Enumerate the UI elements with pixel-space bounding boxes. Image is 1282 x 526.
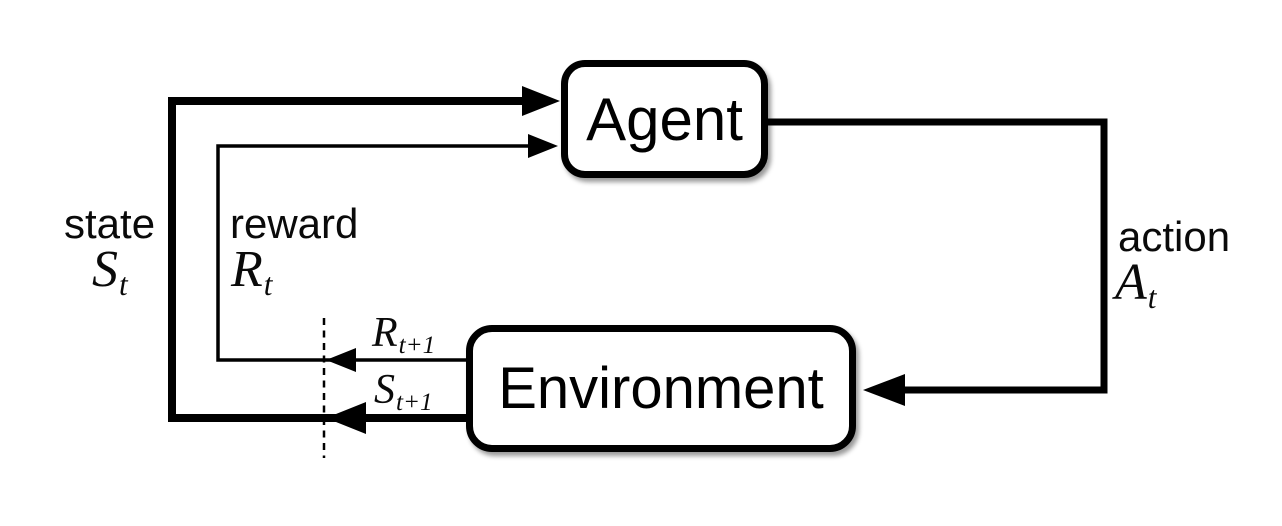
agent-node: Agent	[561, 60, 768, 178]
action-arrowhead-to-environment	[863, 374, 905, 406]
next-reward-symbol-subscript: t+1	[398, 332, 436, 360]
reward-arrowhead-to-agent	[528, 134, 558, 158]
action-symbol: A	[1115, 254, 1147, 311]
action-edge	[768, 118, 1108, 394]
state-arrowhead-to-agent	[522, 86, 560, 116]
reward-symbol: R	[231, 241, 263, 298]
next-reward-symbol-label: Rt+1	[372, 310, 435, 358]
reward-word-label: reward	[230, 200, 359, 247]
next-state-symbol-subscript: t+1	[396, 389, 433, 417]
state-word-label: state	[64, 200, 156, 247]
agent-node-label: Agent	[586, 85, 743, 153]
next-state-arrowhead	[326, 402, 366, 434]
reward-symbol-label: Rt	[231, 241, 272, 300]
action-symbol-subscript: t	[1147, 279, 1157, 315]
reward-symbol-subscript: t	[263, 266, 273, 302]
state-symbol-subscript: t	[119, 266, 128, 302]
state-symbol: S	[92, 241, 118, 298]
action-symbol-label: At	[1115, 254, 1156, 313]
action-word-label: action	[1118, 213, 1231, 260]
next-reward-arrowhead	[326, 348, 356, 372]
state-edge	[168, 97, 528, 422]
state-symbol-label: St	[92, 241, 128, 300]
next-state-symbol-label: St+1	[374, 367, 433, 415]
environment-node: Environment	[466, 325, 856, 452]
environment-node-label: Environment	[498, 356, 824, 421]
next-state-symbol: S	[374, 367, 395, 413]
next-reward-symbol: R	[372, 310, 398, 356]
